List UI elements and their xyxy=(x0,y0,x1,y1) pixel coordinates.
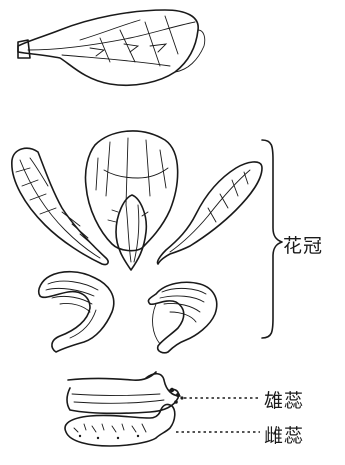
keel-petal-left xyxy=(39,272,114,352)
corolla-bracket xyxy=(262,140,282,338)
wing-petal-right xyxy=(157,162,262,264)
calyx xyxy=(18,10,205,85)
stamens-label: 雄蕊 xyxy=(264,386,304,413)
corolla-label: 花冠 xyxy=(283,231,323,258)
standard-petal xyxy=(85,131,177,270)
keel-petal-right xyxy=(148,282,216,352)
pistil-label: 雌蕊 xyxy=(264,421,304,448)
wing-petal-left xyxy=(12,148,108,264)
